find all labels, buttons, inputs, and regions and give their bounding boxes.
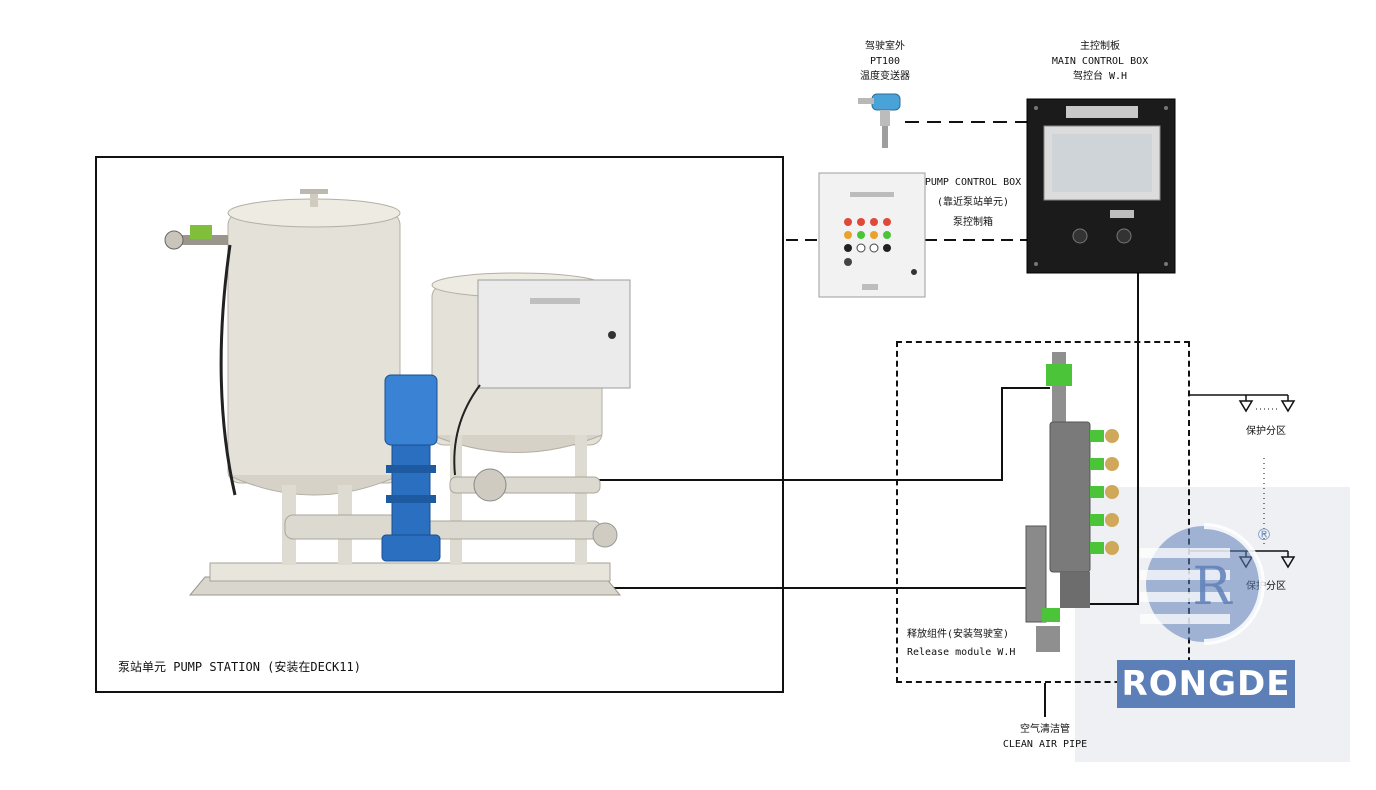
nozzle-icon <box>1280 400 1296 413</box>
pump-control-label-3: 泵控制箱 <box>953 217 993 228</box>
release-module-label-2: Release module W.H <box>907 647 1016 658</box>
logo-registered-mark: ® <box>1256 525 1272 544</box>
main-control-box-image <box>1026 98 1176 274</box>
clean-air-pipe-label-1: 空气清洁管 <box>1020 724 1070 735</box>
temperature-transmitter-image <box>858 93 901 148</box>
outdoor-sensor-label-2: PT100 <box>869 56 901 67</box>
protection-zone-label-bottom: 保护分区 <box>1246 581 1286 592</box>
pump-station-frame <box>95 156 784 693</box>
logo-letter: R <box>1192 557 1233 617</box>
pump-control-label-2: (靠近泵站单元) <box>936 197 1010 208</box>
pump-station-caption: 泵站单元 PUMP STATION (安装在DECK11) <box>118 660 361 674</box>
pump-station-image <box>164 189 631 596</box>
pump-control-label-1: PUMP CONTROL BOX <box>924 177 1022 188</box>
outdoor-sensor-label-3: 温度变送器 <box>860 71 910 82</box>
pump-control-box-image <box>818 172 926 298</box>
clean-air-pipe-label-2: CLEAN AIR PIPE <box>1002 739 1088 750</box>
main-control-label-3: 驾控台 W.H <box>1072 71 1128 82</box>
main-control-label-2: MAIN CONTROL BOX <box>1051 56 1149 67</box>
nozzle-icon <box>1280 556 1296 569</box>
station-upper-pipe-line <box>594 387 1050 481</box>
release-module-boundary <box>896 341 1190 683</box>
rongde-logo-icon: R ® <box>1140 523 1272 645</box>
protection-zone-label-top: 保护分区 <box>1246 426 1286 437</box>
nozzle-icon <box>1238 400 1254 413</box>
main-to-release-line <box>1090 272 1139 605</box>
rongde-brand-text: RONGDE <box>1117 660 1295 708</box>
main-control-label-1: 主控制板 <box>1080 41 1120 52</box>
release-module-label-1: 释放组件(安装驾驶室) <box>907 629 1010 640</box>
outdoor-sensor-label-1: 驾驶室外 <box>865 41 905 52</box>
release-module-image <box>1025 352 1119 652</box>
